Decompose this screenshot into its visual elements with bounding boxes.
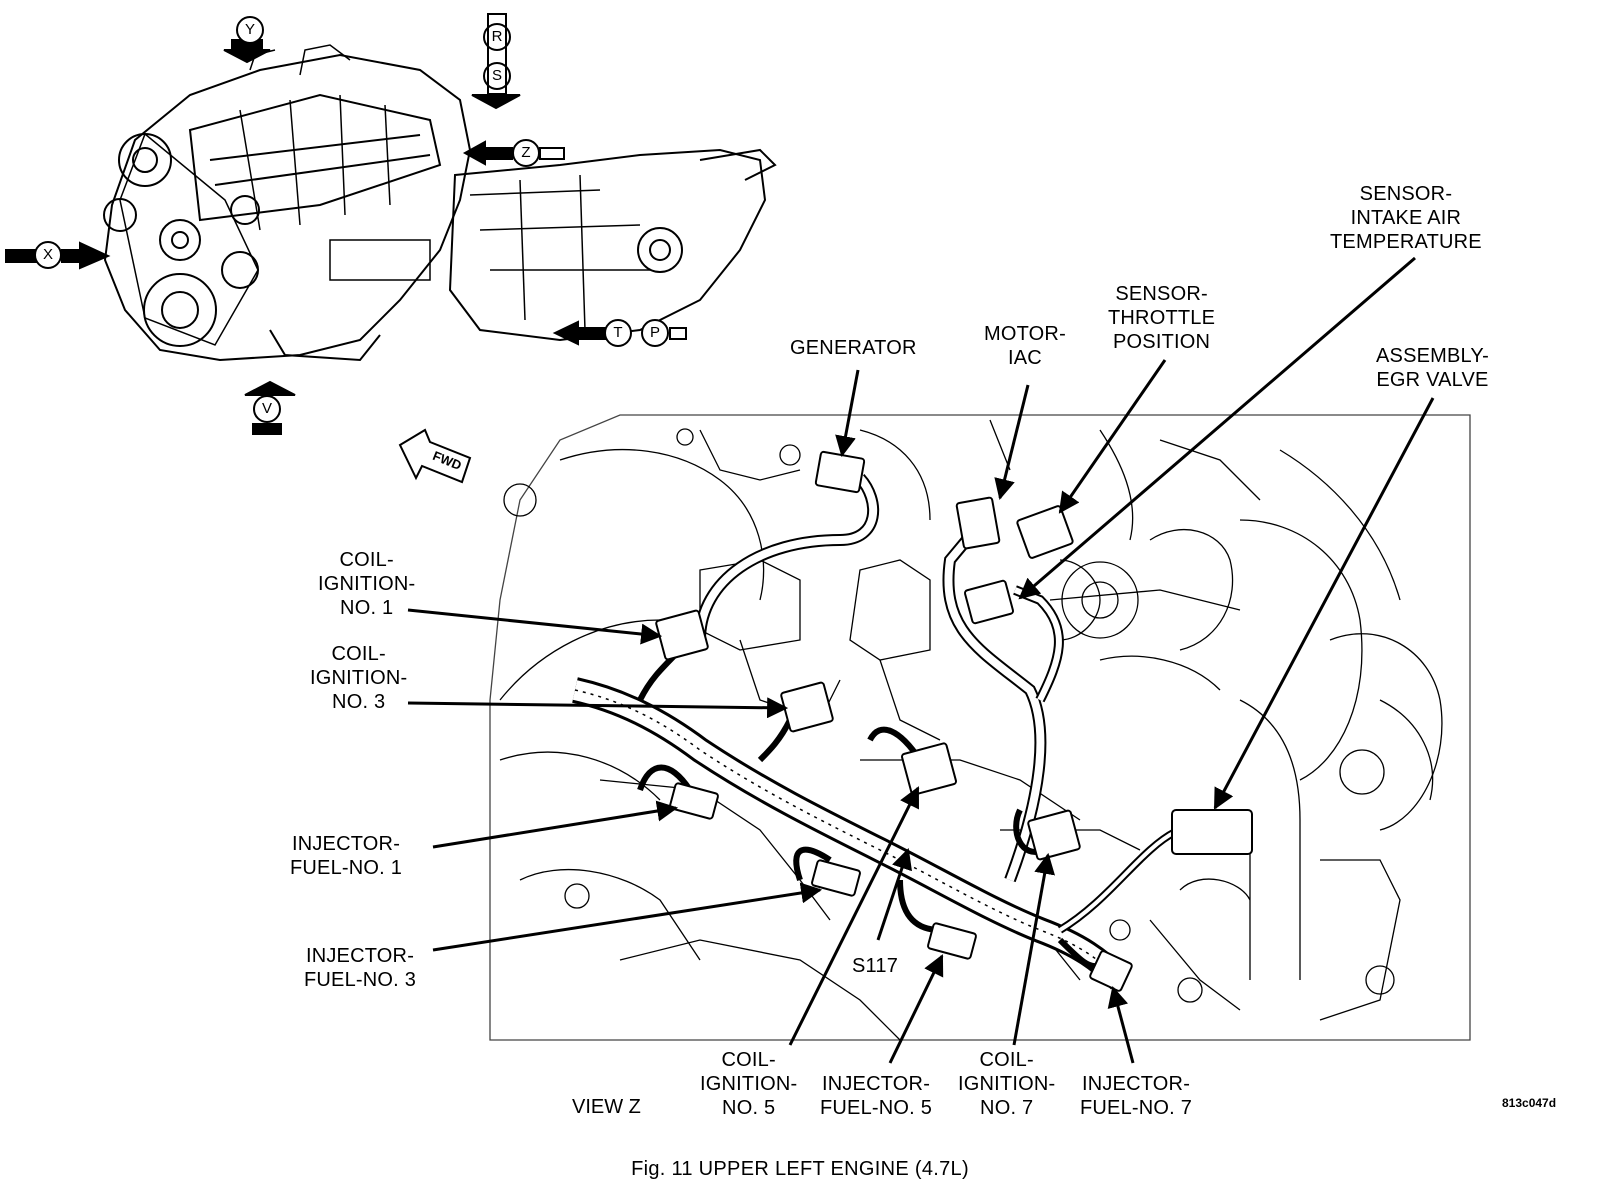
coil1-leader — [407, 608, 663, 645]
motor-iac-leader — [994, 384, 1030, 501]
figure-code: 813c047d — [1502, 1096, 1557, 1110]
label-injector-fuel-no5: INJECTOR-FUEL-NO. 5 — [820, 1073, 933, 1119]
inj3-leader — [432, 882, 823, 952]
coil7-leader — [1012, 852, 1056, 1046]
label-s117: S117 — [852, 955, 899, 977]
marker-z: Z — [521, 144, 531, 161]
label-motor-iac: MOTOR-IAC — [984, 323, 1066, 369]
iat-connector — [963, 579, 1015, 625]
label-injector-fuel-no3: INJECTOR-FUEL-NO. 3 — [304, 945, 417, 991]
inj1-leader — [432, 800, 679, 849]
coil-7-connector — [1027, 809, 1081, 861]
generator-leader — [835, 369, 860, 458]
injector-3-connector — [811, 859, 861, 897]
view-direction-arrows — [5, 13, 687, 435]
label-injector-fuel-no7: INJECTOR-FUEL-NO. 7 — [1080, 1073, 1193, 1119]
coil-3-connector — [780, 681, 834, 733]
leader-lines — [407, 256, 1435, 1064]
coil-1-connector — [655, 609, 709, 661]
marker-t: T — [613, 324, 623, 341]
view-z-detail-drawing — [398, 414, 1471, 1041]
engine-overview-drawing — [103, 44, 777, 362]
sensor-iat-leader — [1018, 256, 1416, 600]
coil-5-connector — [901, 742, 957, 796]
injector-7-connector — [1089, 950, 1133, 992]
egr-leader — [1213, 397, 1435, 810]
label-coil-ignition-no3: COIL-IGNITION-NO. 3 — [310, 643, 408, 713]
iac-motor-connector — [955, 496, 1001, 550]
view-z-label: VIEW Z — [572, 1096, 641, 1118]
marker-r: R — [491, 28, 503, 45]
egr-connector — [1171, 809, 1253, 855]
label-generator: GENERATOR — [790, 337, 917, 359]
connectors — [655, 450, 1253, 992]
label-assembly-egr-valve: ASSEMBLY-EGR VALVE — [1376, 345, 1489, 391]
marker-y: Y — [244, 21, 255, 38]
label-injector-fuel-no1: INJECTOR-FUEL-NO. 1 — [290, 833, 403, 879]
inj5-leader — [888, 954, 944, 1064]
coil5-leader — [788, 786, 920, 1046]
marker-s: S — [491, 67, 502, 84]
label-coil-ignition-no7: COIL-IGNITION-NO. 7 — [958, 1049, 1056, 1119]
marker-v: V — [261, 400, 272, 417]
tps-connector — [1016, 505, 1074, 559]
marker-x: X — [42, 246, 53, 263]
label-coil-ignition-no5: COIL-IGNITION-NO. 5 — [700, 1049, 798, 1119]
wiring-harness — [572, 473, 1177, 990]
generator-connector — [814, 450, 866, 494]
marker-p: P — [649, 324, 660, 341]
injector-1-connector — [669, 782, 719, 820]
s117-leader — [876, 848, 912, 941]
sensor-tps-leader — [1058, 359, 1167, 514]
coil3-leader — [407, 697, 789, 719]
label-coil-ignition-no1: COIL-IGNITION-NO. 1 — [318, 549, 416, 619]
figure-caption: Fig. 11 UPPER LEFT ENGINE (4.7L) — [631, 1158, 969, 1180]
inj7-leader — [1107, 985, 1135, 1064]
injector-5-connector — [927, 922, 977, 960]
